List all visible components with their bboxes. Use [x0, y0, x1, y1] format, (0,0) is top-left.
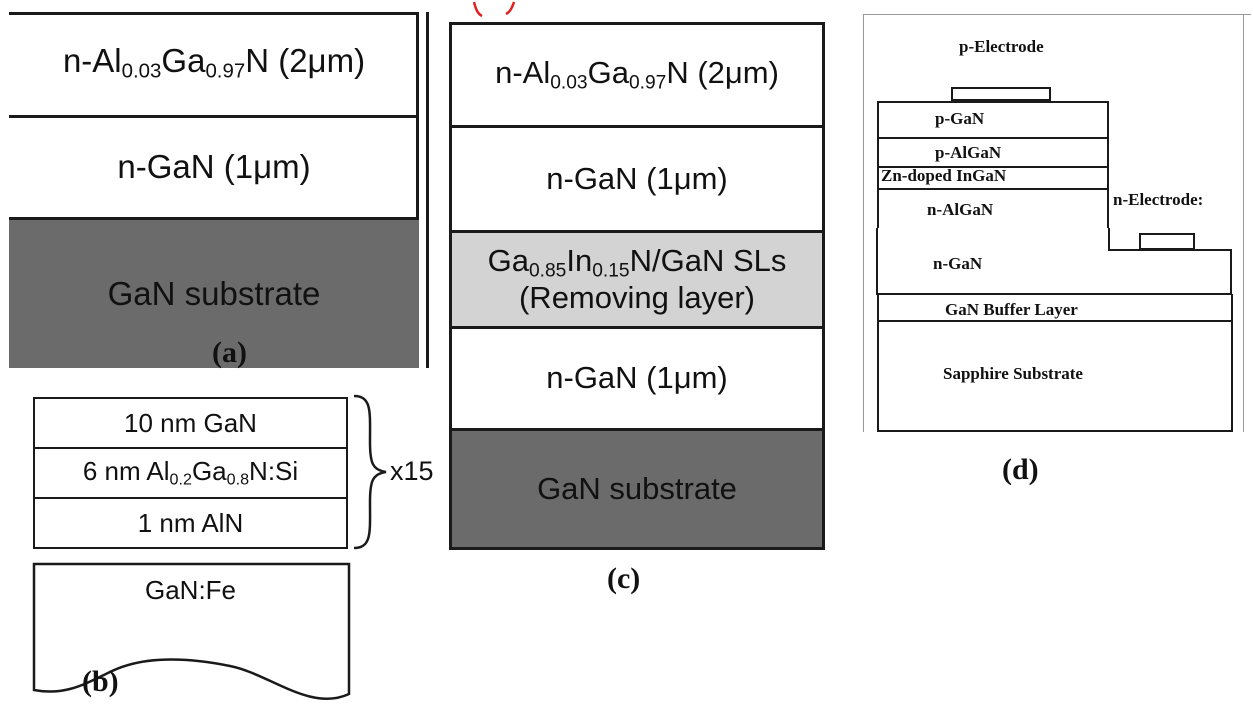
panel-d-label-pgan: p-GaN — [935, 109, 985, 128]
panel-c-layer-removing: Ga0.85In0.15N/GaN SLs (Removing layer) — [452, 233, 822, 329]
panel-b: 10 nm GaN 6 nm Al0.2Ga0.8N:Si 1 nm AlN x… — [0, 380, 440, 711]
panel-c-layer-algan: n-Al0.03Ga0.97N (2μm) — [452, 25, 822, 128]
panel-d-label-buffer: GaN Buffer Layer — [945, 300, 1078, 319]
panel-a-layer-algan: n-Al0.03Ga0.97N (2μm) — [9, 12, 419, 118]
panel-d-label-nalgan: n-AlGaN — [927, 200, 994, 219]
panel-d-layer-pgan — [877, 101, 1109, 137]
panel-c-caption: (c) — [607, 562, 641, 595]
panel-c-layer-substrate: GaN substrate — [452, 431, 822, 547]
panel-a-caption: (a) — [212, 336, 247, 369]
panel-d-label-palgan: p-AlGaN — [935, 143, 1002, 162]
panel-c-red-mark — [472, 1, 516, 18]
panel-d: p-Electrode p-GaN p-AlGaN Zn-doped InGaN… — [855, 0, 1253, 711]
panel-d-p-electrode — [951, 87, 1051, 101]
panel-b-layer-aln: 1 nm AlN — [33, 497, 348, 549]
panel-d-label-zn-ingan: Zn-doped InGaN — [881, 166, 1007, 185]
panel-d-label-sapphire: Sapphire Substrate — [943, 364, 1083, 383]
panel-b-substrate-label: GaN:Fe — [144, 575, 237, 605]
panel-d-label-ngan: n-GaN — [933, 254, 983, 273]
panel-d-layer-zn-ingan — [877, 166, 1109, 188]
panel-b-substrate-shape — [32, 562, 351, 700]
panel-c-layer-ngan-bottom: n-GaN (1μm) — [452, 329, 822, 431]
panel-d-layer-nalgan — [877, 188, 1109, 228]
panel-d-layer-buffer — [877, 294, 1233, 322]
panel-a: n-Al0.03Ga0.97N (2μm) n-GaN (1μm) GaN su… — [0, 0, 430, 380]
panel-c: n-Al0.03Ga0.97N (2μm) n-GaN (1μm) Ga0.85… — [440, 0, 840, 711]
panel-d-n-electrode — [1139, 233, 1195, 250]
panel-b-curly-brace — [353, 394, 387, 550]
panel-b-layer-algan: 6 nm Al0.2Ga0.8N:Si — [33, 447, 348, 499]
panel-a-edge-line — [426, 12, 429, 368]
panel-a-layer-substrate: GaN substrate — [9, 220, 419, 368]
panel-d-p-electrode-label: p-Electrode — [959, 37, 1044, 56]
panel-d-layer-ngan — [876, 228, 1232, 295]
panel-b-layer-gan: 10 nm GaN — [33, 397, 348, 449]
panel-d-frame-left — [863, 14, 864, 432]
panel-d-frame-top — [863, 14, 1251, 15]
panel-a-layer-ngan: n-GaN (1μm) — [9, 118, 419, 220]
panel-d-frame-right — [1243, 14, 1244, 432]
panel-c-stack — [449, 22, 825, 550]
panel-c-layer-ngan-top: n-GaN (1μm) — [452, 128, 822, 233]
panel-b-caption: (b) — [82, 665, 119, 698]
panel-d-n-electrode-label: n-Electrode: — [1113, 190, 1204, 209]
panel-d-caption: (d) — [1002, 453, 1039, 486]
panel-d-layer-palgan — [877, 137, 1109, 166]
panel-b-repeat-label: x15 — [390, 456, 434, 486]
panel-d-layer-sapphire — [877, 322, 1233, 432]
